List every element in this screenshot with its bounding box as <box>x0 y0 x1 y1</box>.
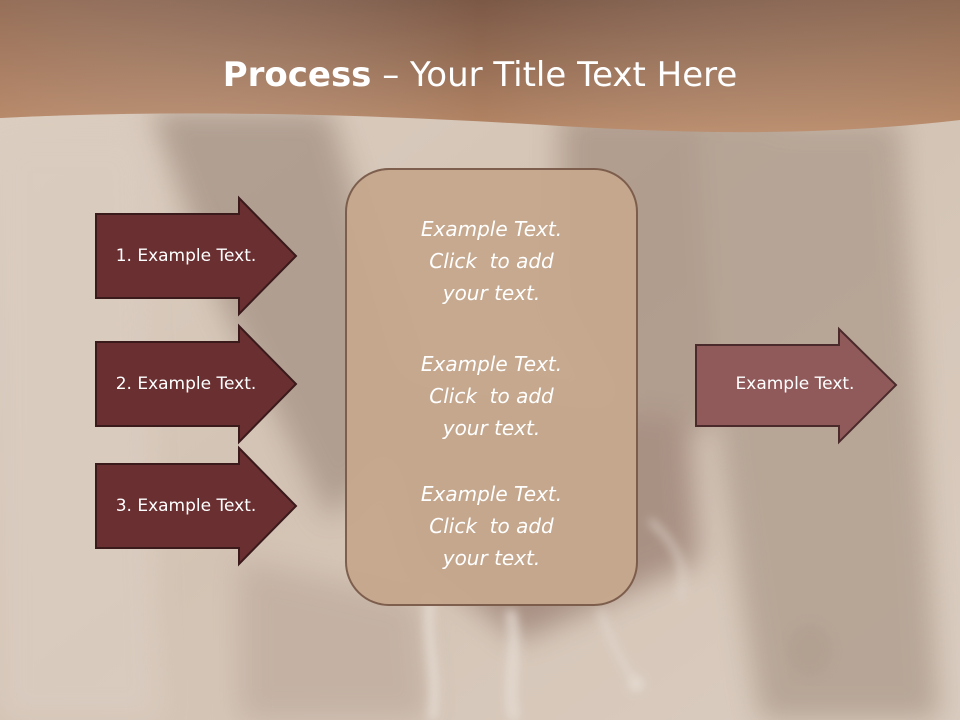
right-arrow-label: Example Text. <box>735 374 855 394</box>
left-arrow-3[interactable] <box>95 445 298 567</box>
title-rest: – Your Title Text Here <box>371 55 738 95</box>
center-text-1[interactable]: Example Text. Click to add your text. <box>420 217 563 305</box>
center-text-2[interactable]: Example Text. Click to add your text. <box>420 352 563 440</box>
center-text-box[interactable] <box>345 168 638 606</box>
left-arrow-2[interactable] <box>95 323 298 445</box>
left-arrow-1-label: 1. Example Text. <box>115 246 257 266</box>
right-arrow[interactable] <box>695 326 898 445</box>
center-text-3[interactable]: Example Text. Click to add your text. <box>420 482 563 570</box>
left-arrow-1[interactable] <box>95 195 298 317</box>
slide-title[interactable]: Process – Your Title Text Here <box>0 52 960 98</box>
left-arrow-3-label: 3. Example Text. <box>115 496 257 516</box>
left-arrow-2-label: 2. Example Text. <box>115 374 257 394</box>
header-band <box>0 0 960 133</box>
title-bold: Process <box>222 55 372 95</box>
